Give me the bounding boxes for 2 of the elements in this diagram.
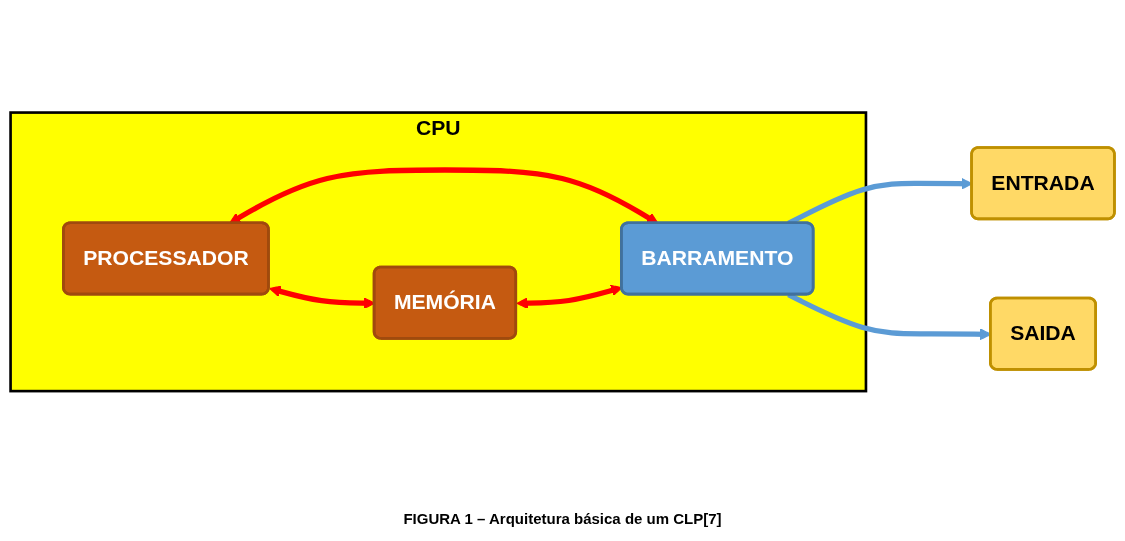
figure-caption: FIGURA 1 – Arquitetura básica de um CLP[7] bbox=[403, 510, 722, 527]
arrow bbox=[516, 285, 623, 310]
